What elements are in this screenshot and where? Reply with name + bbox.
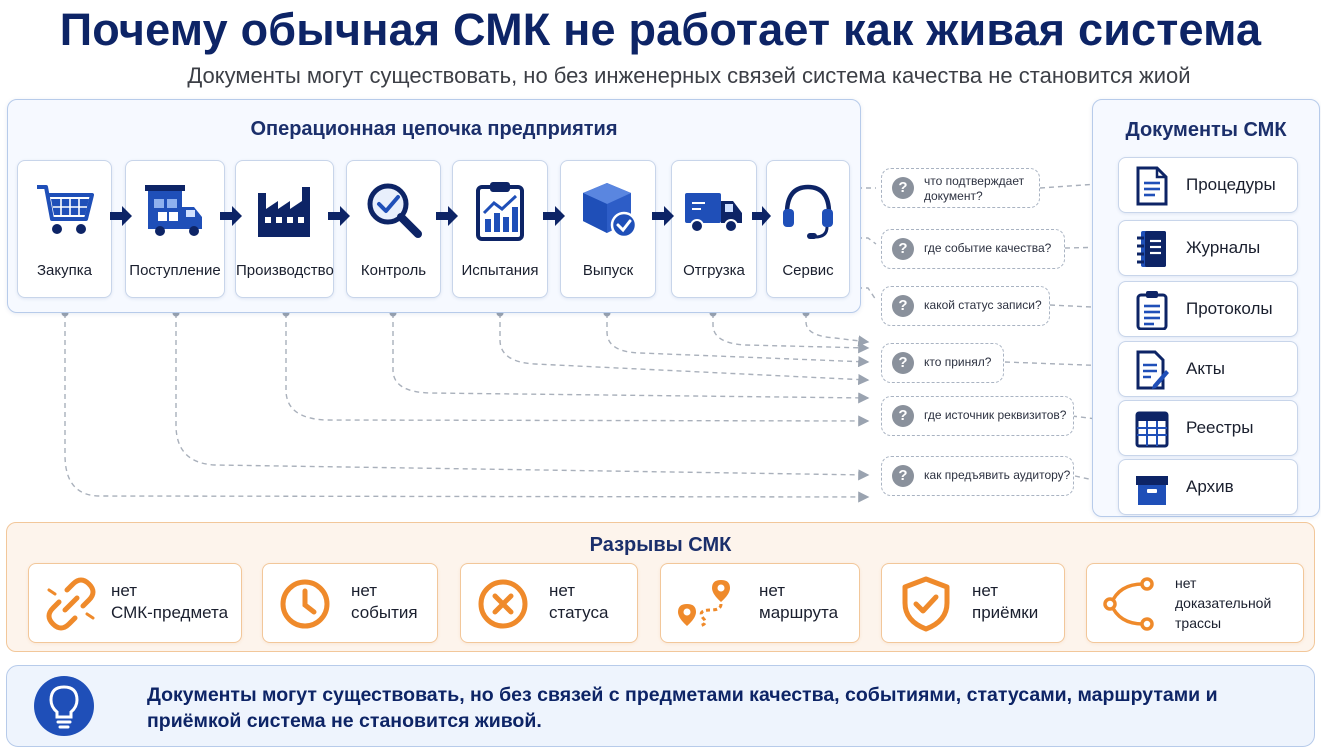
doc-procedures[interactable]: Процедуры — [1118, 157, 1298, 213]
chain-step-service[interactable]: Сервис — [766, 160, 850, 298]
gap-no-status: нет статуса — [460, 563, 638, 643]
gap-no-qms-subject: нет СМК-предмета — [28, 563, 242, 643]
question-who-accepted: ? кто принял? — [881, 343, 1004, 383]
question-mark-icon: ? — [892, 177, 914, 199]
chain-step-label: Выпуск — [582, 262, 634, 279]
archive-box-icon — [1136, 476, 1168, 505]
shield-check-icon — [902, 576, 950, 632]
question-mark-icon: ? — [892, 465, 914, 487]
headset-icon — [783, 184, 833, 239]
delivery-truck-icon — [685, 193, 742, 233]
chain-step-testing[interactable]: Испытания — [452, 160, 548, 298]
doc-journals[interactable]: Журналы — [1118, 220, 1298, 276]
chain-step-label: Испытания — [461, 262, 539, 279]
table-registry-icon — [1135, 411, 1169, 448]
doc-archive[interactable]: Архив — [1118, 459, 1298, 515]
gaps-title: Разрывы СМК — [589, 534, 732, 556]
doc-protocols[interactable]: Протоколы — [1118, 281, 1298, 337]
magnifier-check-icon — [367, 183, 422, 238]
lightbulb-icon — [34, 676, 94, 736]
gap-no-acceptance: нет приёмки — [881, 563, 1065, 643]
summary-banner: Документы могут существовать, но без свя… — [6, 665, 1315, 747]
route-icon — [678, 580, 730, 628]
chain-step-purchase[interactable]: Закупка — [17, 160, 112, 298]
question-requisites-source: ? где источник реквизитов? — [881, 396, 1074, 436]
chain-title: Операционная цепочка предприятия — [250, 118, 618, 140]
question-record-status: ? какой статус записи? — [881, 286, 1050, 326]
box-check-icon — [583, 183, 638, 239]
gap-no-evidence-trail: нет доказательной трассы — [1086, 563, 1304, 643]
broken-link-icon — [46, 577, 96, 631]
factory-icon — [257, 187, 310, 237]
chain-step-label: Закупка — [37, 262, 92, 279]
gap-no-route: нет маршрута — [660, 563, 860, 643]
clock-icon — [280, 579, 330, 629]
documents-title: Документы СМК — [1125, 119, 1287, 141]
shopping-cart-icon — [36, 185, 94, 234]
question-present-to-auditor: ? как предъявить аудитору? — [881, 456, 1074, 496]
summary-text: Документы могут существовать, но без свя… — [147, 684, 1218, 732]
page-title: Почему обычная СМК не работает как живая… — [59, 4, 1262, 55]
chain-step-label: Поступление — [129, 262, 221, 279]
question-mark-icon: ? — [892, 352, 914, 374]
chain-step-shipping[interactable]: Отгрузка — [671, 160, 757, 298]
chain-step-production[interactable]: Производство — [235, 160, 334, 298]
question-mark-icon: ? — [892, 295, 914, 317]
receiving-truck-icon — [145, 185, 202, 236]
question-mark-icon: ? — [892, 238, 914, 260]
doc-acts[interactable]: Акты — [1118, 341, 1298, 397]
document-pen-icon — [1136, 350, 1169, 390]
notebook-icon — [1137, 231, 1166, 267]
document-lines-icon — [1136, 166, 1168, 206]
chain-step-label: Отгрузка — [683, 262, 745, 279]
question-quality-event: ? где событие качества? — [881, 229, 1065, 269]
gap-no-event: нет события — [262, 563, 438, 643]
question-confirms-document: ? что подтверждает документ? — [881, 168, 1040, 208]
page-subtitle: Документы могут существовать, но без инж… — [187, 63, 1191, 88]
chain-step-label: Производство — [236, 262, 334, 279]
chain-step-receiving[interactable]: Поступление — [125, 160, 225, 298]
question-mark-icon: ? — [892, 405, 914, 427]
doc-registries[interactable]: Реестры — [1118, 400, 1298, 456]
clipboard-list-icon — [1136, 291, 1168, 330]
chain-arrows — [110, 206, 771, 226]
chain-step-control[interactable]: Контроль — [346, 160, 441, 298]
chain-step-label: Контроль — [360, 262, 427, 279]
x-circle-icon — [478, 579, 528, 629]
trace-nodes-icon — [1103, 577, 1154, 631]
clipboard-chart-icon — [476, 182, 524, 241]
chain-step-label: Сервис — [782, 262, 834, 279]
chain-step-release[interactable]: Выпуск — [560, 160, 656, 298]
